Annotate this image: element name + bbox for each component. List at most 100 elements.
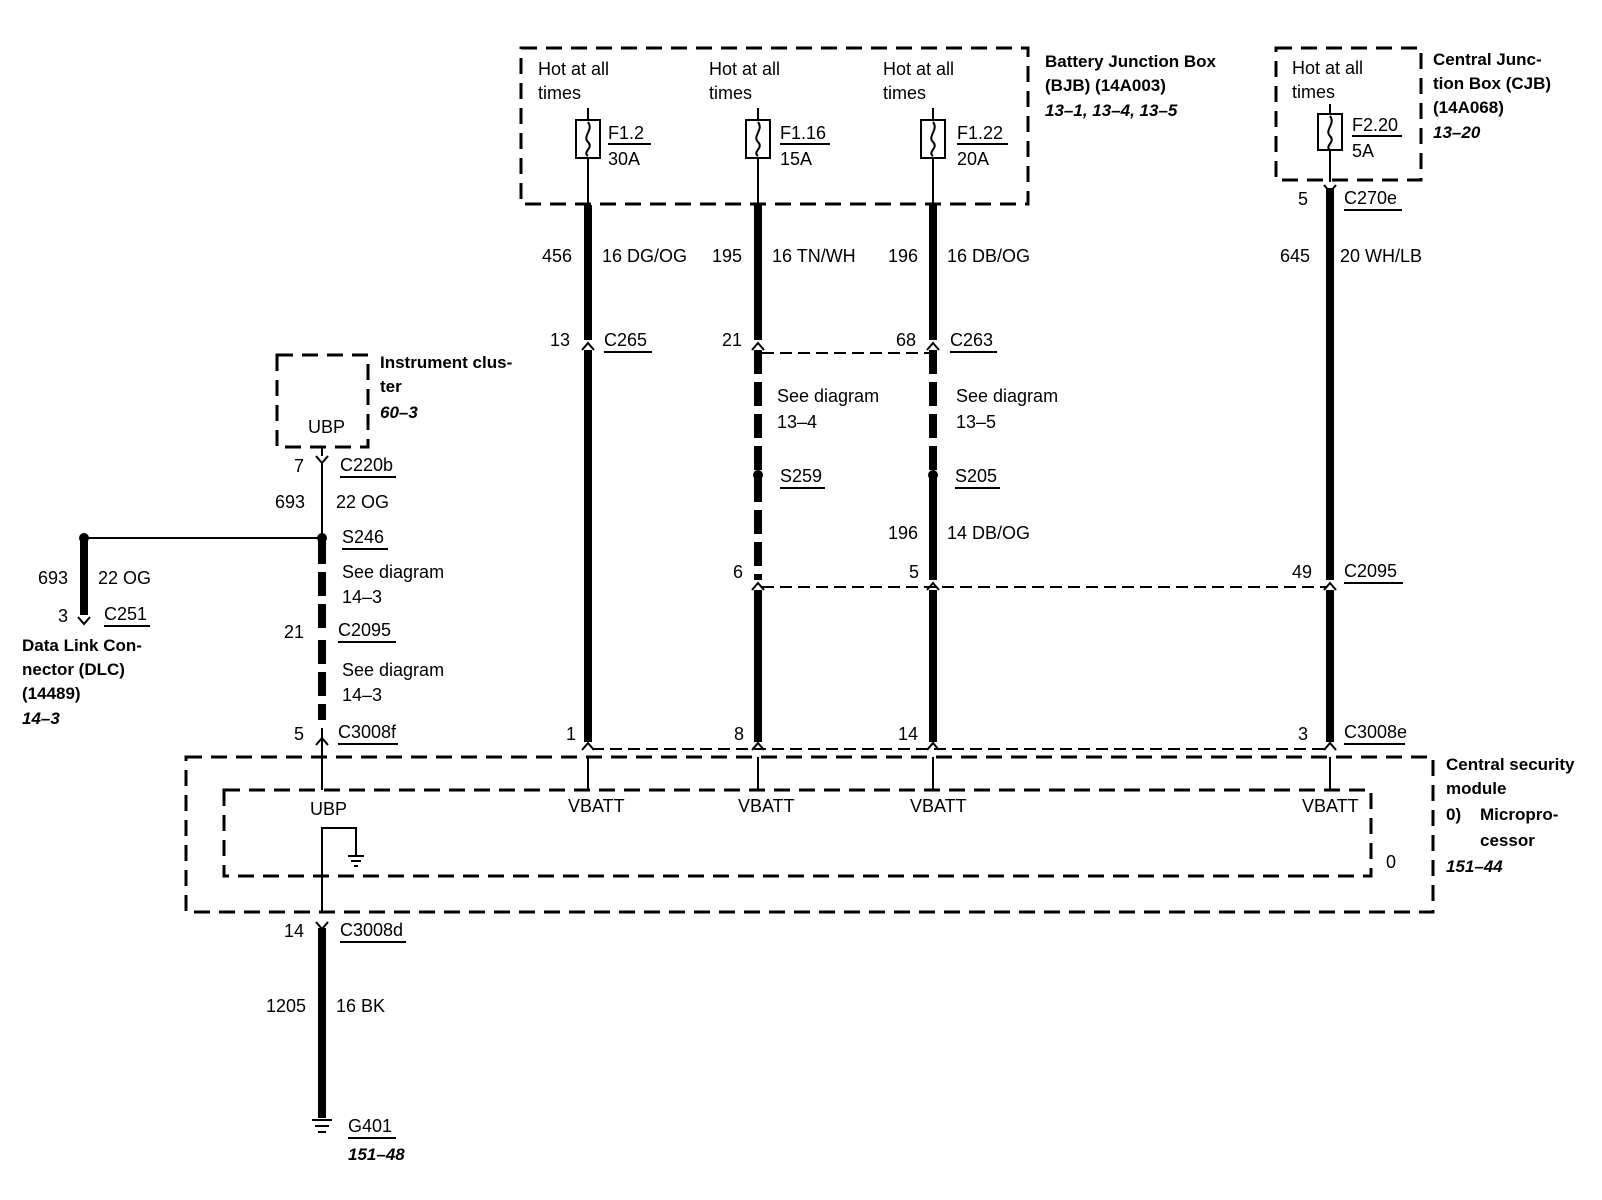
bjb-hot3-line2: times	[883, 83, 926, 103]
c3008e-pin-b: 8	[734, 724, 744, 744]
battery-junction-box: Battery Junction Box (BJB) (14A003) 13–1…	[519, 46, 1217, 206]
splice-s259-dot	[753, 470, 763, 480]
module-title-line2: module	[1446, 779, 1506, 798]
fuse2-rating: 15A	[780, 149, 812, 169]
c251-label: C251	[104, 604, 147, 624]
ground-name: G401	[348, 1116, 392, 1136]
fuse-f1-22: F1.22 20A	[920, 108, 1008, 169]
microprocessor-index: 0	[1386, 852, 1396, 872]
bjb-ref: 13–1, 13–4, 13–5	[1045, 101, 1178, 120]
c270e-label: C270e	[1344, 188, 1397, 208]
note-see-13-4-line1: See diagram	[777, 386, 879, 406]
bjb-subtitle: (BJB) (14A003)	[1045, 76, 1166, 95]
splice-s246: S246	[342, 527, 384, 547]
c220b-pin: 7	[294, 456, 304, 476]
bjb-hot2-line2: times	[709, 83, 752, 103]
dlc-ref: 14–3	[22, 709, 60, 728]
module-pin-vbatt-4: VBATT	[1302, 796, 1359, 816]
fuse1-name: F1.2	[608, 123, 644, 143]
splice-s205-dot	[928, 470, 938, 480]
note-see-13-4-line2: 13–4	[777, 412, 817, 432]
c2095-pin-a: 6	[733, 562, 743, 582]
note-see-13-5-line1: See diagram	[956, 386, 1058, 406]
splice-s205: S205	[955, 466, 997, 486]
note-see-14-3a-line1: See diagram	[342, 562, 444, 582]
wire3b-circuit: 196	[888, 523, 918, 543]
cjb-fuse-name: F2.20	[1352, 115, 1398, 135]
data-link-connector: Data Link Con- nector (DLC) (14489) 14–3	[22, 636, 142, 728]
cjb-fuse-rating: 5A	[1352, 141, 1374, 161]
c2095-left-label: C2095	[338, 620, 391, 640]
module-pin-vbatt-1: VBATT	[568, 796, 625, 816]
module-pin-vbatt-3: VBATT	[910, 796, 967, 816]
splice-s259: S259	[780, 466, 822, 486]
c3008f-label: C3008f	[338, 722, 397, 742]
c2095-left-pin: 21	[284, 622, 304, 642]
c270e-pin: 5	[1298, 189, 1308, 209]
central-security-module: 0 UBP VBATT VBATT VBATT VBATT Central se…	[184, 755, 1575, 914]
ubp-spec: 22 OG	[336, 492, 389, 512]
gnd-circuit: 1205	[266, 996, 306, 1016]
wire3-spec: 16 DB/OG	[947, 246, 1030, 266]
bjb-hot2-line1: Hot at all	[709, 59, 780, 79]
module-outline	[184, 755, 1435, 914]
cluster-title-line1: Instrument clus-	[380, 353, 512, 372]
module-ref: 151–44	[1446, 857, 1503, 876]
c220b-label: C220b	[340, 455, 393, 475]
module-pin-ubp: UBP	[310, 799, 347, 819]
fuse2-name: F1.16	[780, 123, 826, 143]
dlc-title-line3: (14489)	[22, 684, 81, 703]
fuse3-rating: 20A	[957, 149, 989, 169]
cluster-ref: 60–3	[380, 403, 418, 422]
cluster-pin-ubp: UBP	[308, 417, 345, 437]
cluster-title-line2: ter	[380, 377, 402, 396]
bjb-hot3-line1: Hot at all	[883, 59, 954, 79]
instrument-cluster: UBP Instrument clus- ter 60–3	[275, 353, 512, 449]
cjb-title-line3: (14A068)	[1433, 98, 1504, 117]
c251-pin: 3	[58, 606, 68, 626]
gnd-spec: 16 BK	[336, 996, 385, 1016]
c3008e-pin-d: 3	[1298, 724, 1308, 744]
ground-ref: 151–48	[348, 1145, 405, 1164]
bjb-hot1-line2: times	[538, 83, 581, 103]
note-see-14-3a-line2: 14–3	[342, 587, 382, 607]
module-item-line2: cessor	[1480, 831, 1535, 850]
c2095-right-label: C2095	[1344, 561, 1397, 581]
ground-symbol-icon	[312, 1119, 332, 1133]
wire3b-spec: 14 DB/OG	[947, 523, 1030, 543]
wire2-circuit: 195	[712, 246, 742, 266]
wire4-spec: 20 WH/LB	[1340, 246, 1422, 266]
dlc-title-line2: nector (DLC)	[22, 660, 125, 679]
wire3-circuit: 196	[888, 246, 918, 266]
wire2-spec: 16 TN/WH	[772, 246, 856, 266]
dlc-title-line1: Data Link Con-	[22, 636, 142, 655]
bjb-outline	[519, 46, 1030, 206]
wire1-spec: 16 DG/OG	[602, 246, 687, 266]
central-junction-box: Central Junc- tion Box (CJB) (14A068) 13…	[1274, 46, 1551, 182]
c3008e-label: C3008e	[1344, 722, 1407, 742]
microprocessor-outline	[222, 788, 1373, 878]
cjb-title-line1: Central Junc-	[1433, 50, 1542, 69]
cjb-hot-line1: Hot at all	[1292, 58, 1363, 78]
dlc-spec: 22 OG	[98, 568, 151, 588]
fuse3-name: F1.22	[957, 123, 1003, 143]
cjb-ref: 13–20	[1433, 123, 1481, 142]
c265-pin: 13	[550, 330, 570, 350]
cjb-hot-line2: times	[1292, 82, 1335, 102]
note-see-13-5-line2: 13–5	[956, 412, 996, 432]
c263-label: C263	[950, 330, 993, 350]
module-item-line1: Micropro-	[1480, 805, 1558, 824]
bjb-hot1-line1: Hot at all	[538, 59, 609, 79]
ubp-circuit: 693	[275, 492, 305, 512]
dlc-circuit: 693	[38, 568, 68, 588]
c2095-pin-b: 5	[909, 562, 919, 582]
fuse-f1-16: F1.16 15A	[745, 108, 830, 169]
c3008d-label: C3008d	[340, 920, 403, 940]
c2095-pin-c: 49	[1292, 562, 1312, 582]
note-see-14-3b-line2: 14–3	[342, 685, 382, 705]
module-title-line1: Central security	[1446, 755, 1575, 774]
c3008d-pin: 14	[284, 921, 304, 941]
module-item-number: 0)	[1446, 805, 1461, 824]
module-pin-vbatt-2: VBATT	[738, 796, 795, 816]
